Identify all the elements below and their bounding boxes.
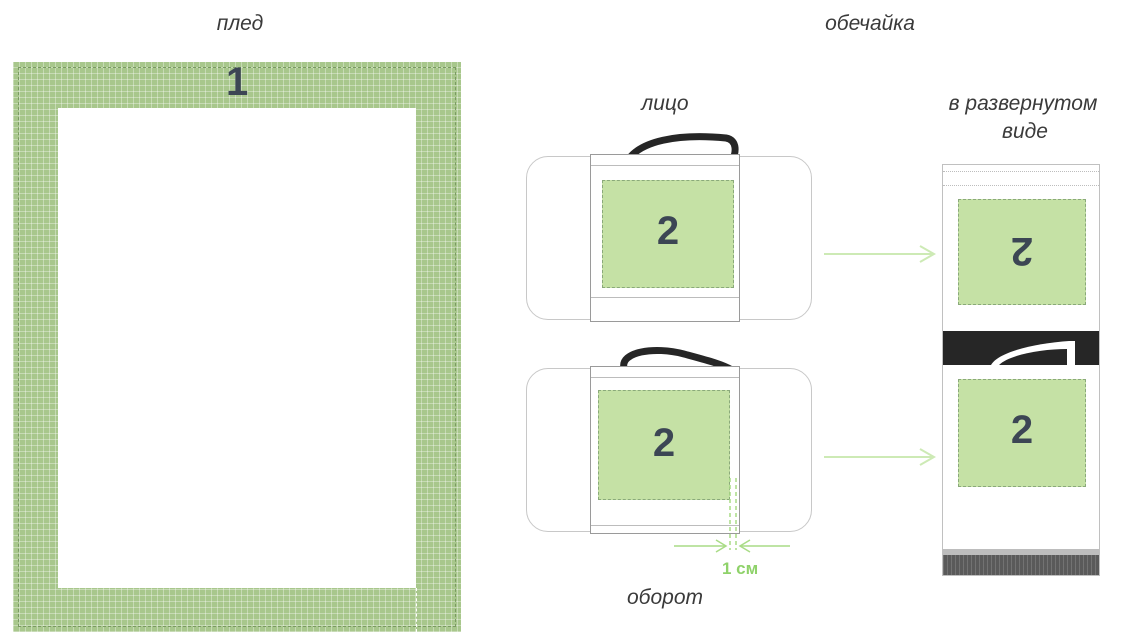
measure-indicator <box>674 478 790 553</box>
plaid-corner-seam <box>416 588 417 632</box>
plaid-title: плед <box>216 12 264 35</box>
unfolded-seam-bottom <box>943 549 1099 555</box>
back-label: оборот <box>626 586 704 609</box>
arrow-front-to-unfolded <box>824 245 937 263</box>
bag-front-seam-top <box>591 165 739 166</box>
unfolded-label-line1: в развернутом <box>948 92 1098 115</box>
bag-front-seam-bottom <box>591 297 739 298</box>
unfolded-zone-number-upper: 2 <box>1010 229 1034 273</box>
plaid-stitch-line <box>18 67 456 627</box>
bag-front-patch: 2 <box>602 180 734 288</box>
measure-label: 1 см <box>722 559 759 578</box>
bag-back-seam-top <box>591 377 739 378</box>
plaid-zone-number: 1 <box>226 60 249 104</box>
unfolded-patch-lower: 2 <box>958 379 1086 487</box>
unfolded-handle-band <box>943 331 1099 365</box>
bag-front-zone-number: 2 <box>656 209 680 253</box>
bag-front: 2 <box>526 130 816 330</box>
unfolded-seam-top <box>943 171 1099 172</box>
arrow-back-to-unfolded <box>824 448 937 466</box>
bag-back-zone-number: 2 <box>652 421 676 465</box>
bag-front-handle <box>620 133 739 170</box>
unfolded-handle <box>991 341 1075 365</box>
unfolded-zone-number-lower: 2 <box>1010 408 1034 452</box>
plaid-diagram: 1 <box>13 60 461 632</box>
unfolded-shell: 2 2 <box>942 164 1100 576</box>
face-label: лицо <box>641 92 689 115</box>
bag-back-seam-bottom <box>591 525 739 526</box>
bag-back-handle <box>620 346 736 374</box>
unfolded-seam-top-2 <box>943 185 1099 186</box>
plaid-white-field <box>58 108 416 588</box>
bag-back-patch: 2 <box>598 390 730 500</box>
bag-back: 2 <box>526 342 816 542</box>
unfolded-patch-upper: 2 <box>958 199 1086 305</box>
shell-title: обечайка <box>825 12 915 35</box>
unfolded-bottom-band <box>943 555 1099 575</box>
unfolded-label-line2: виде <box>1002 120 1048 143</box>
